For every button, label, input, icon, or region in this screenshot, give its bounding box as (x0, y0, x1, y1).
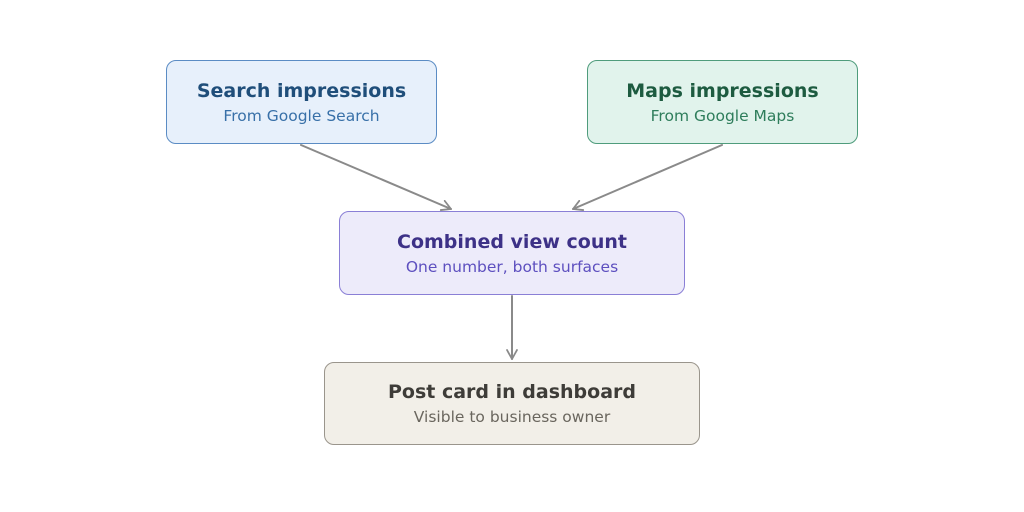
node-maps-impressions: Maps impressions From Google Maps (587, 60, 858, 144)
node-title: Search impressions (196, 79, 407, 102)
node-subtitle: From Google Search (223, 106, 380, 125)
edge-maps-to-combined (572, 144, 723, 211)
node-combined-view-count: Combined view count One number, both sur… (339, 211, 685, 295)
node-title: Maps impressions (626, 79, 819, 102)
node-search-impressions: Search impressions From Google Search (166, 60, 437, 144)
node-title: Combined view count (397, 230, 627, 253)
node-subtitle: From Google Maps (650, 106, 795, 125)
node-subtitle: Visible to business owner (413, 408, 611, 426)
node-post-card: Post card in dashboard Visible to busine… (324, 362, 700, 445)
edge-search-to-combined (300, 144, 452, 211)
node-subtitle: One number, both surfaces (405, 257, 619, 276)
node-title: Post card in dashboard (387, 381, 636, 403)
